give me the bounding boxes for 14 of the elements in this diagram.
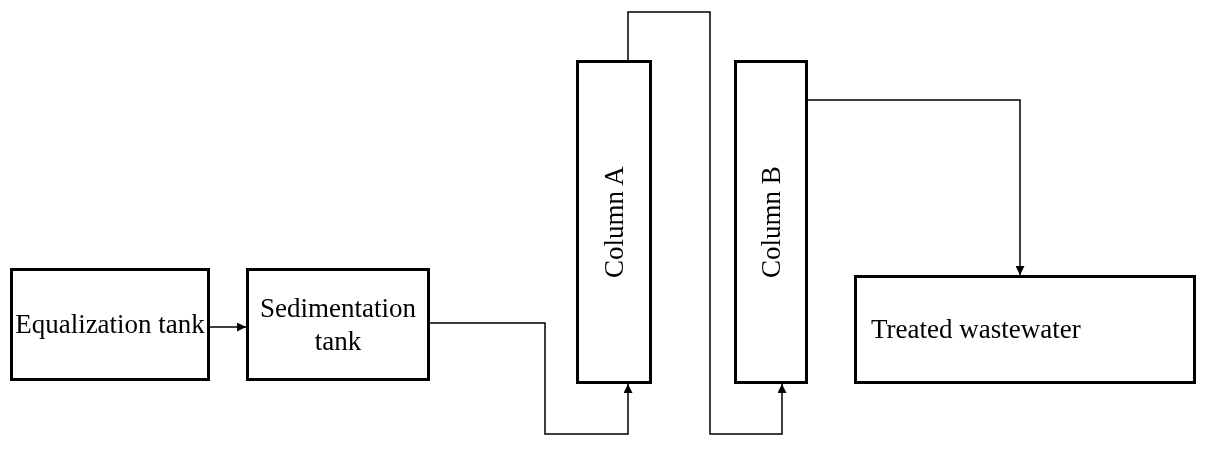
process-box	[10, 268, 210, 381]
node-label: Equalization tank	[15, 308, 205, 341]
arrow	[807, 99, 1025, 276]
node-label: Sedimentation tank	[259, 292, 417, 357]
arrow	[209, 322, 247, 332]
node-label: Treated wastewater	[871, 313, 1081, 346]
process-box	[246, 268, 430, 381]
column-box	[734, 60, 808, 384]
arrow	[429, 322, 633, 435]
node-label: Column B	[754, 166, 787, 278]
arrow	[627, 11, 787, 435]
column-box	[576, 60, 652, 384]
process-box	[854, 275, 1196, 384]
node-label: Column A	[597, 166, 630, 278]
